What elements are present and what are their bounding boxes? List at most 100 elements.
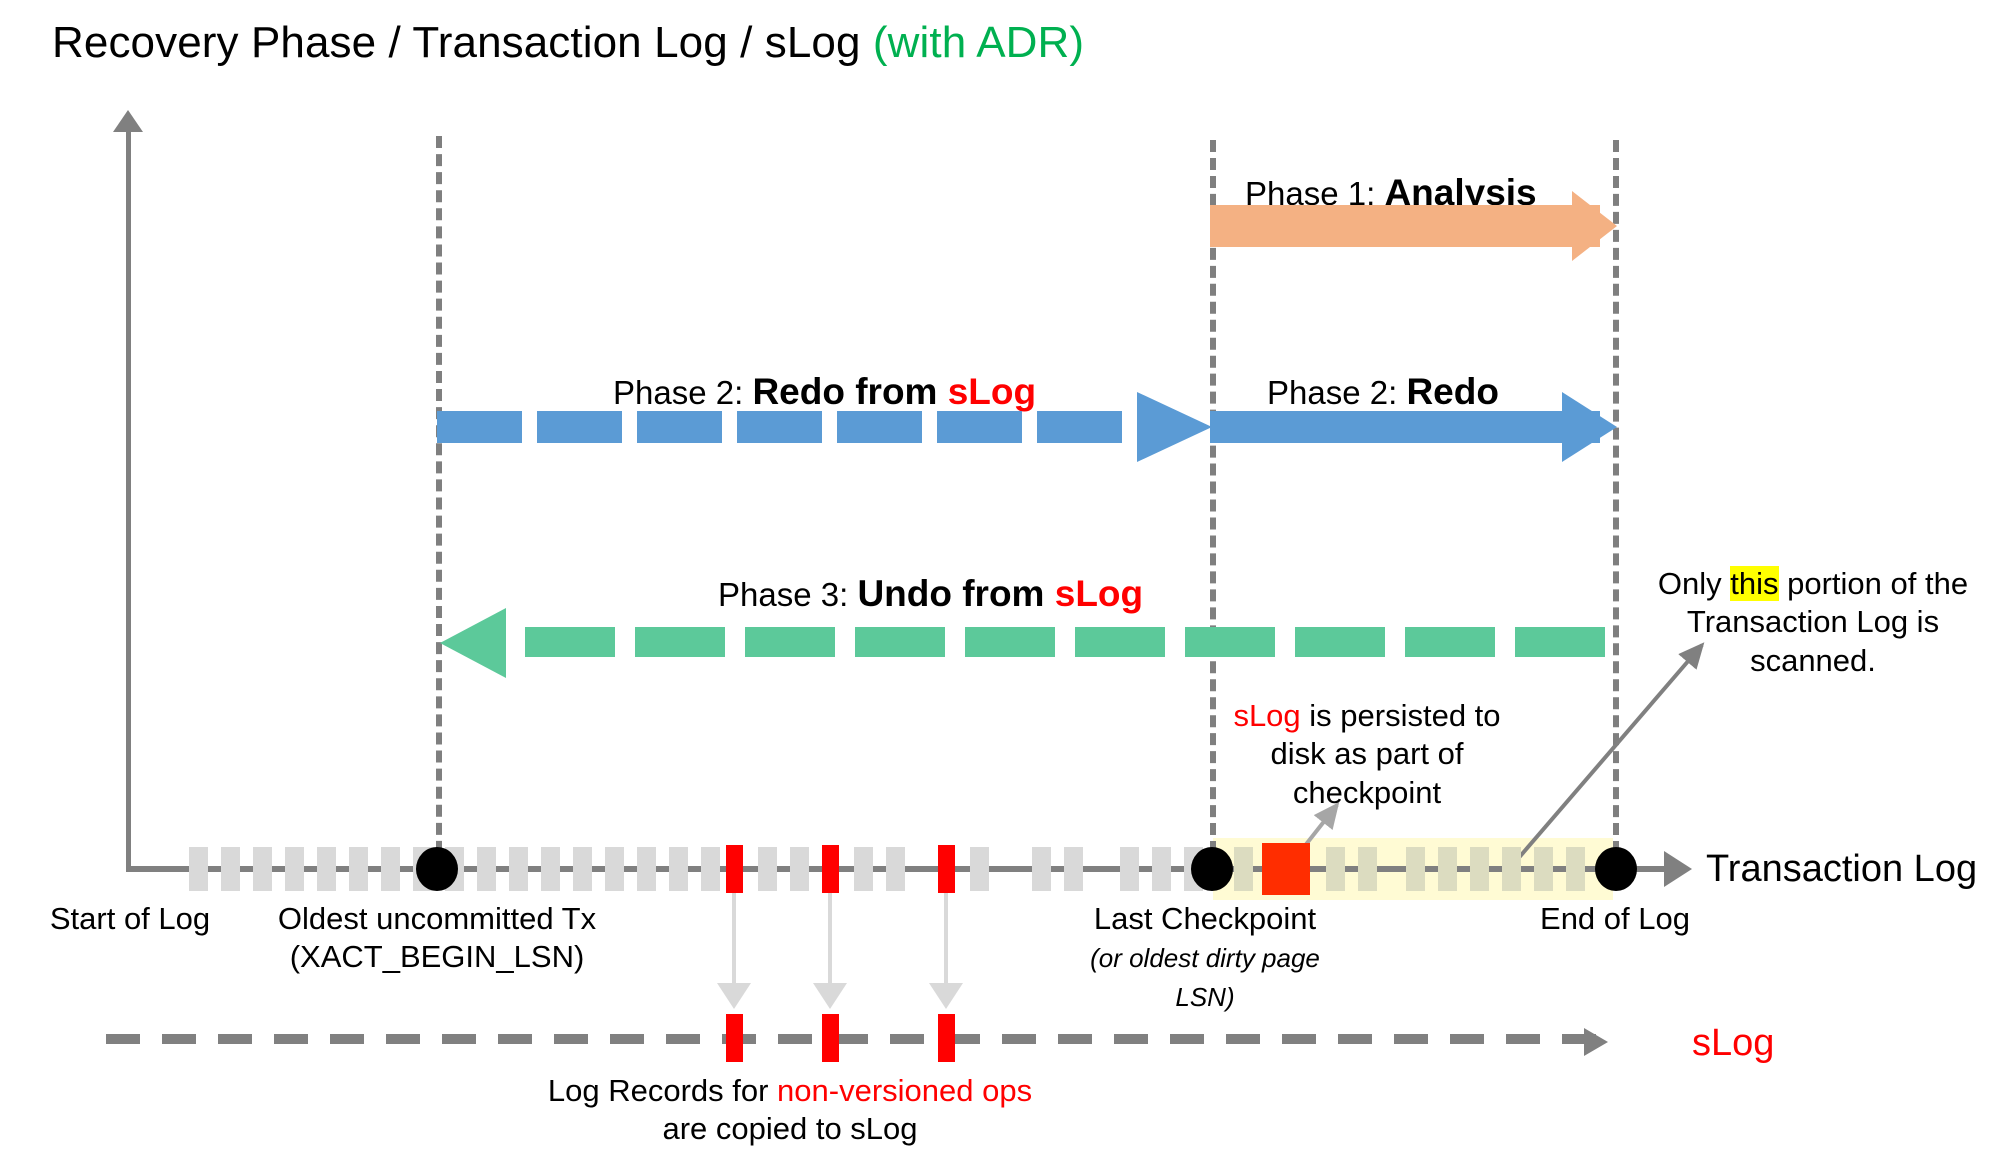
log-record	[1234, 847, 1253, 891]
log-record	[1032, 847, 1051, 891]
guide-line-end-of-log	[1613, 140, 1619, 871]
slog-axis-dash	[1226, 1034, 1260, 1044]
log-record	[886, 847, 905, 891]
slog-note-line1: is persisted to	[1300, 698, 1501, 733]
log-record	[1358, 847, 1377, 891]
scanned-note-line1a: Only	[1657, 566, 1731, 601]
copy-to-slog-arrowhead	[717, 983, 751, 1009]
slog-record-non-versioned	[726, 1014, 743, 1062]
phase-2a-prefix: Phase 2:	[613, 374, 753, 411]
copy-to-slog-arrowhead	[813, 983, 847, 1009]
log-record	[349, 847, 368, 891]
log-record	[1152, 847, 1171, 891]
marker-label-last-checkpoint-main: Last Checkpoint	[1093, 901, 1317, 936]
copy-to-slog-arrow-line	[828, 893, 832, 983]
log-record	[189, 847, 208, 891]
slog-axis-dash	[1058, 1034, 1092, 1044]
slog-axis-dash	[106, 1034, 140, 1044]
phase-3-dash	[1515, 627, 1605, 657]
phase-1-arrowhead	[1572, 191, 1617, 261]
log-record	[854, 847, 873, 891]
log-record	[285, 847, 304, 891]
log-record	[1502, 847, 1521, 891]
page-title-accent: (with ADR)	[872, 18, 1085, 67]
slog-axis-dash	[1562, 1034, 1596, 1044]
log-record	[381, 847, 400, 891]
log-record	[221, 847, 240, 891]
marker-dot-end-of-log	[1595, 847, 1637, 891]
log-record	[1534, 847, 1553, 891]
slog-axis-dash	[162, 1034, 196, 1044]
slog-caption-line1a: Log Records for	[547, 1073, 778, 1108]
slog-axis-dash	[330, 1034, 364, 1044]
guide-line-xact-begin-lsn	[436, 136, 442, 871]
slog-axis-dash	[218, 1034, 252, 1044]
phase-2b-arrowhead	[1562, 392, 1617, 462]
slog-axis-dash	[1002, 1034, 1036, 1044]
log-record	[1406, 847, 1425, 891]
scanned-note-highlight: this	[1730, 566, 1779, 601]
slog-axis-dash	[1282, 1034, 1316, 1044]
y-axis-arrowhead	[113, 110, 143, 132]
phase-3-dash	[855, 627, 945, 657]
phase-3-dash	[1405, 627, 1495, 657]
slog-checkpoint-record	[1262, 843, 1310, 895]
page-title: Recovery Phase / Transaction Log / sLog …	[52, 18, 1084, 68]
marker-label-last-checkpoint: Last Checkpoint (or oldest dirty page LS…	[1060, 900, 1350, 1015]
phase-2a-dash	[837, 411, 922, 443]
log-record	[477, 847, 496, 891]
phase-3-name: Undo from	[857, 573, 1055, 614]
slog-axis-dash	[666, 1034, 700, 1044]
marker-label-xact-begin-lsn-sub: (XACT_BEGIN_LSN)	[289, 939, 585, 975]
phase-2a-dash	[437, 411, 522, 443]
phase-1-arrow-body	[1210, 205, 1600, 247]
log-record	[1438, 847, 1457, 891]
slog-axis-dash	[834, 1034, 868, 1044]
log-record-non-versioned	[938, 845, 955, 893]
log-record	[637, 847, 656, 891]
marker-label-last-checkpoint-sub: (or oldest dirty page LSN)	[1090, 943, 1320, 1012]
phase-2b-name: Redo	[1406, 371, 1499, 412]
phase-2b-arrow-body	[1210, 411, 1600, 443]
phase-3-dash	[1075, 627, 1165, 657]
copy-to-slog-arrow-line	[944, 893, 948, 983]
log-record	[669, 847, 688, 891]
copy-to-slog-arrowhead	[929, 983, 963, 1009]
marker-label-start-of-log: Start of Log	[49, 901, 211, 936]
phase-2a-dash	[937, 411, 1022, 443]
slog-axis-dash	[498, 1034, 532, 1044]
scanned-note-line1b: portion of the	[1778, 566, 1969, 601]
marker-label-xact-begin-lsn-main: Oldest uncommitted Tx	[277, 901, 597, 936]
phase-3-dash	[1295, 627, 1385, 657]
log-record	[509, 847, 528, 891]
phase-3-prefix: Phase 3:	[718, 576, 858, 613]
marker-label-xact-begin-lsn: Oldest uncommitted Tx (XACT_BEGIN_LSN)	[272, 900, 602, 977]
phase-3-dash	[525, 627, 615, 657]
phase-2a-dash	[1037, 411, 1122, 443]
slog-axis-dash	[890, 1034, 924, 1044]
phase-2a-name-accent: sLog	[947, 371, 1037, 412]
phase-2a-name: Redo from	[752, 371, 948, 412]
slog-axis-dash	[274, 1034, 308, 1044]
log-record	[541, 847, 560, 891]
phase-2a-dash	[637, 411, 722, 443]
log-record	[1120, 847, 1139, 891]
slog-axis-dash	[554, 1034, 588, 1044]
slog-axis-dash	[442, 1034, 476, 1044]
slog-axis-dash	[1394, 1034, 1428, 1044]
scanned-portion-note: Only this portion of the Transaction Log…	[1638, 565, 1988, 680]
log-record	[970, 847, 989, 891]
slog-record-non-versioned	[938, 1014, 955, 1062]
slog-axis-dash	[386, 1034, 420, 1044]
slog-caption-line1b: non-versioned ops	[777, 1073, 1033, 1108]
slog-axis-dash	[946, 1034, 980, 1044]
page-title-main: Recovery Phase / Transaction Log / sLog	[52, 18, 873, 67]
phase-2b-prefix: Phase 2:	[1267, 374, 1407, 411]
log-record	[605, 847, 624, 891]
transaction-log-axis-arrowhead	[1664, 851, 1692, 887]
marker-dot-last-checkpoint	[1191, 847, 1233, 891]
phase-3-arrowhead	[440, 608, 506, 678]
slog-record-non-versioned	[822, 1014, 839, 1062]
scanned-note-line2: Transaction Log is scanned.	[1686, 604, 1940, 678]
log-record-non-versioned	[822, 845, 839, 893]
